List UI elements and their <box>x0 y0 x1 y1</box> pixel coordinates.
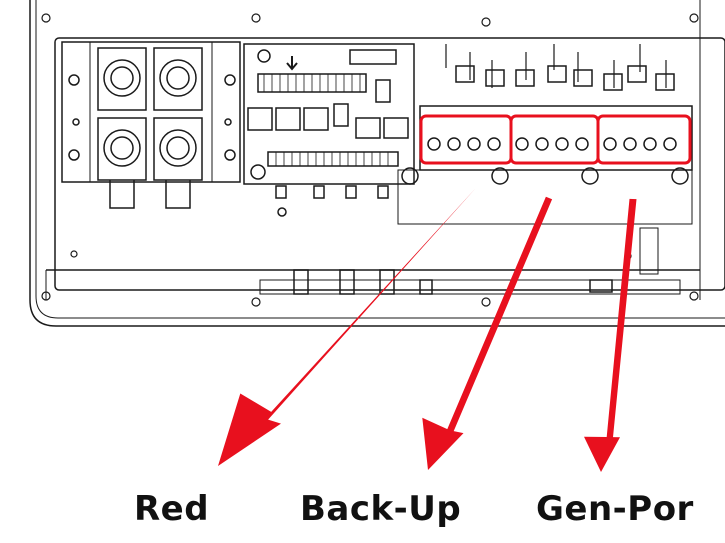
label-red: Red <box>134 489 210 529</box>
label-genport: Gen-Por <box>536 489 694 529</box>
arrow-to-red-label <box>218 188 482 467</box>
control-board <box>243 43 415 217</box>
arrow-to-genport-label <box>584 198 637 472</box>
enclosure-screws <box>41 13 699 307</box>
wiring-panel <box>54 37 725 291</box>
label-backup: Back-Up <box>300 489 462 529</box>
inverter-enclosure <box>29 0 725 327</box>
genport-highlight <box>596 114 692 165</box>
ac-terminal-strip <box>397 44 693 225</box>
battery-terminal-block <box>61 41 241 209</box>
arrow-to-backup-label <box>422 196 553 470</box>
cable-entry-rail <box>259 227 681 295</box>
